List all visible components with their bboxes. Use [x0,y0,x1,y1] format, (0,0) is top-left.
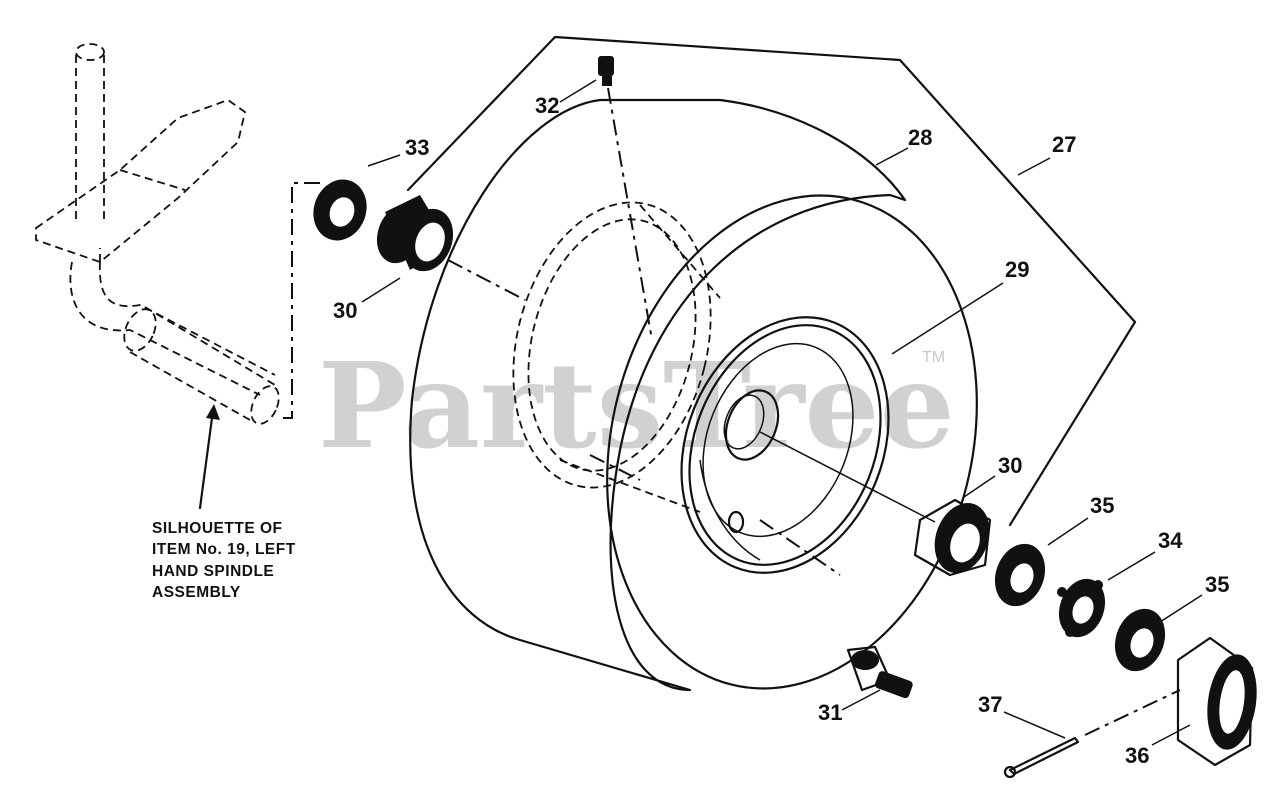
callout-33: 33 [405,135,429,160]
bushing-30-lower [913,498,992,577]
callout-36: 36 [1125,743,1149,768]
rim [680,316,890,574]
rim-hidden-edge [512,201,721,513]
callout-30-upper: 30 [333,298,357,323]
callout-29: 29 [1005,257,1029,282]
callout-27: 27 [1052,132,1076,157]
spindle-bracket [282,182,320,419]
note-line-2: ITEM No. 19, LEFT [152,541,296,558]
callout-31: 31 [818,700,842,725]
silhouette-arrow [198,404,220,510]
note-line-3: HAND SPINDLE [152,563,274,580]
grease-fitting [598,56,614,86]
callout-35-middle: 35 [1090,493,1114,518]
lock-washer-34 [1057,578,1106,638]
assembly-bracket [406,35,1137,527]
callout-30-lower: 30 [998,453,1022,478]
axle-centerline [447,259,936,576]
callout-37: 37 [978,692,1002,717]
watermark-trademark: TM [922,349,945,366]
callout-28: 28 [908,125,932,150]
note-line-1: SILHOUETTE OF [152,520,283,537]
hub-cap [1176,636,1257,767]
valve-stem [846,645,913,699]
washer-35-middle [994,543,1046,607]
callout-34: 34 [1158,528,1183,553]
bushing-30-upper [376,195,454,272]
tire [409,98,978,692]
note-line-4: ASSEMBLY [152,584,241,601]
callouts: 27 28 29 30 30 31 32 33 34 35 35 36 37 [333,93,1229,768]
silhouette-note: SILHOUETTE OF ITEM No. 19, LEFT HAND SPI… [152,520,296,601]
spindle-silhouette [35,43,280,425]
callout-32: 32 [535,93,559,118]
washer-33 [313,179,367,241]
callout-35-right: 35 [1205,572,1229,597]
leader-lines [361,79,1203,746]
washer-35-right [1114,608,1166,672]
grease-fitting-centerline [607,87,653,341]
cotter-pin [1003,689,1181,779]
